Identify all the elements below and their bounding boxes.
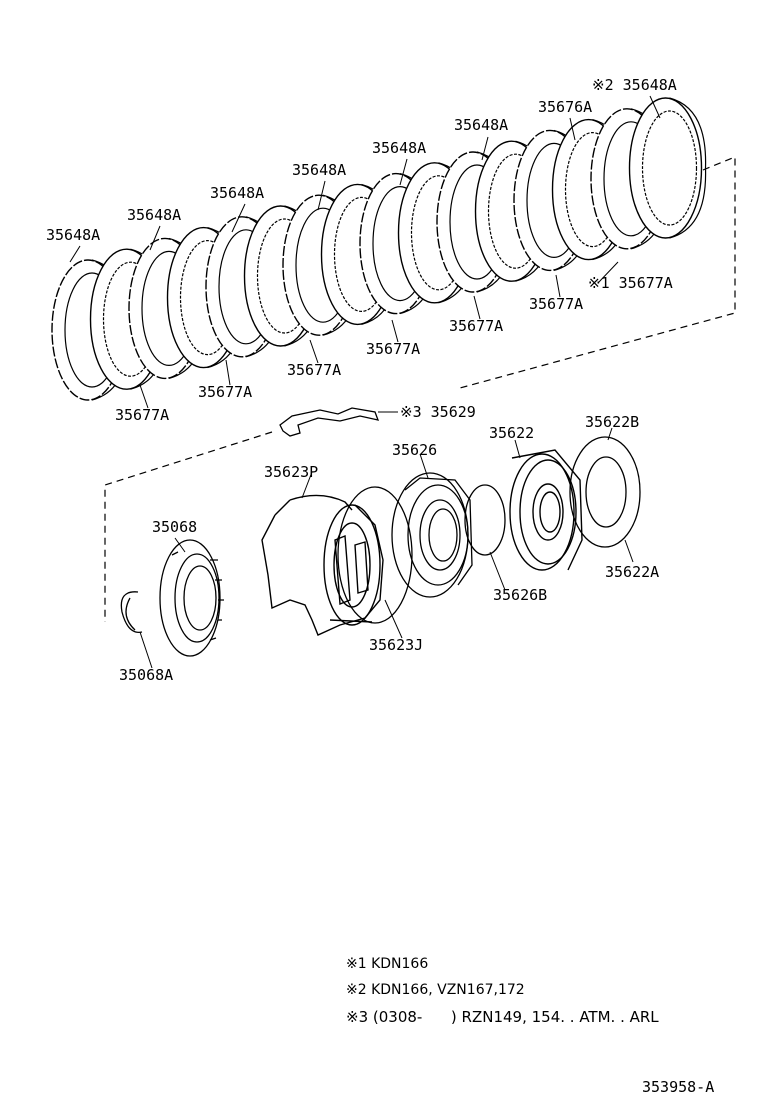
piston-housing-35623J xyxy=(337,486,413,624)
leader-line xyxy=(69,245,81,263)
label-35623J: 35623J xyxy=(369,636,423,654)
drum-35623P xyxy=(261,494,384,636)
label-35622: 35622 xyxy=(489,424,534,442)
footnote-2: ※2 KDN166, VZN167,172 xyxy=(346,982,525,998)
label-35677A-6: 35677A xyxy=(529,295,583,313)
snap-ring-35629 xyxy=(279,407,380,437)
footnote-3: ※3 (0308- ) RZN149, 154. . ATM. . ARL xyxy=(346,1008,659,1026)
label-35068: 35068 xyxy=(152,518,197,536)
leader-line xyxy=(555,274,561,298)
label-35648A-2: 35648A xyxy=(127,206,181,224)
leader-line xyxy=(473,295,481,320)
label-35068A: 35068A xyxy=(119,666,173,684)
label-35677A-2: 35677A xyxy=(198,383,252,401)
label-35648A-6: 35648A xyxy=(454,116,508,134)
label-35677A-1: 35677A xyxy=(115,406,169,424)
label-35648A-3: 35648A xyxy=(210,184,264,202)
leader-line xyxy=(149,225,161,251)
label-35677A-4: 35677A xyxy=(366,340,420,358)
seal-35626B xyxy=(464,484,506,556)
label-35677A-3: 35677A xyxy=(287,361,341,379)
label-35648A-top: ※2 35648A xyxy=(592,76,677,94)
piston-35626 xyxy=(391,472,473,598)
leader-line xyxy=(569,117,576,141)
leader-lines xyxy=(139,427,634,669)
leader-line xyxy=(231,203,246,233)
leader-line xyxy=(139,384,149,409)
leader-line xyxy=(399,158,408,186)
label-35626: 35626 xyxy=(392,441,437,459)
clutch-disc-pack xyxy=(51,95,707,409)
hub-35068 xyxy=(159,539,224,657)
leader-line xyxy=(317,180,326,211)
label-35626B: 35626B xyxy=(493,586,547,604)
label-35677A-7: ※1 35677A xyxy=(588,274,673,292)
leader-line xyxy=(225,359,231,386)
label-35677A-5: 35677A xyxy=(449,317,503,335)
leader-line xyxy=(309,339,319,364)
thrust-washer-35622B xyxy=(569,436,641,548)
label-35648A-5: 35648A xyxy=(372,139,426,157)
leader-line xyxy=(597,261,619,284)
diagram-reference-number: 353958-A xyxy=(642,1078,715,1096)
footnote-1: ※1 KDN166 xyxy=(346,956,429,972)
leader-line xyxy=(649,95,661,119)
assembly-boundary-dashed xyxy=(104,156,736,622)
retainer-35622 xyxy=(509,449,583,571)
label-35648A-4: 35648A xyxy=(292,161,346,179)
label-35676A: 35676A xyxy=(538,98,592,116)
label-35622A: 35622A xyxy=(605,563,659,581)
friction-disc xyxy=(628,97,707,239)
leader-line xyxy=(481,136,489,161)
label-35622B: 35622B xyxy=(585,413,639,431)
label-35629: ※3 35629 xyxy=(400,403,476,421)
snap-ring-35068A xyxy=(120,591,143,633)
label-35623P: 35623P xyxy=(264,463,318,481)
leader-line xyxy=(391,319,399,343)
label-35648A-1: 35648A xyxy=(46,226,100,244)
